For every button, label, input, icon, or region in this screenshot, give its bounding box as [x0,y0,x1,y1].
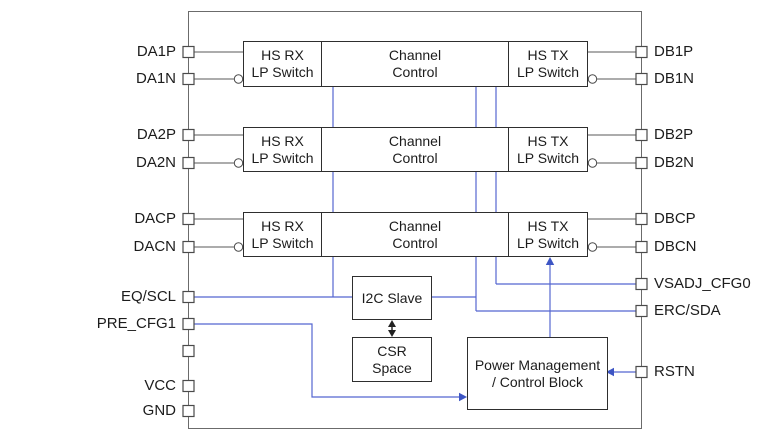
block-label: HS RX [261,47,304,63]
pin-da1p [182,45,195,59]
block-label: Power Management [474,356,601,373]
pin-unlabeled [182,344,195,358]
pin-label-db1n: DB1N [654,70,695,87]
pin-label-rstn: RSTN [654,363,695,380]
block-label: Channel [388,47,442,63]
pin-label-vcc: VCC [144,377,176,394]
block-label: I2C Slave [361,289,423,306]
pin-label-dbcp: DBCP [654,210,696,227]
pin-label-db1p: DB1P [654,43,694,60]
block-csr-space: CSR Space [352,337,432,382]
pin-label-vsadj-cfg0: VSADJ_CFG0 [654,275,751,292]
pin-dbcn [635,240,648,254]
pin-label-da1n: DA1N [135,70,176,87]
block-label: CSR [377,342,407,359]
block-hs-tx-2: HS TX LP Switch [508,127,588,172]
block-channel-control-c: Channel Control [321,212,509,257]
pin-erc-sda [635,304,648,318]
pin-label-gnd: GND [142,402,176,419]
block-label: LP Switch [517,149,579,166]
pin-label-da2p: DA2P [136,126,176,143]
block-label: LP Switch [251,234,314,251]
pin-db2n [635,156,648,170]
block-channel-control-1: Channel Control [321,41,509,87]
pin-label-dbcn: DBCN [654,238,697,255]
block-label: Space [372,359,412,376]
pin-label-db2p: DB2P [654,126,694,143]
pin-dacn [182,240,195,254]
left-pin-wires [194,51,243,248]
block-label: LP Switch [517,64,579,80]
block-hs-rx-2: HS RX LP Switch [243,127,322,172]
pin-label-dacn: DACN [133,238,176,255]
pin-db1p [635,45,648,59]
pin-label-db2n: DB2N [654,154,695,171]
pin-vsadj-cfg0 [635,277,648,291]
block-label: / Control Block [491,373,584,390]
pin-squares [182,45,648,418]
control-bus-wires [194,87,636,398]
block-label: Channel [388,217,442,234]
block-label: Control [392,149,438,166]
block-i2c-slave: I2C Slave [352,276,432,320]
block-label: Control [392,234,438,251]
pin-dbcp [635,212,648,226]
arrow-rstn-icon [606,367,614,377]
block-label: HS TX [527,132,569,149]
pin-da2p [182,128,195,142]
arrowheads [459,257,614,402]
pin-da1n [182,72,195,86]
pin-db1n [635,72,648,86]
pin-eq-scl [182,290,195,304]
right-pin-wires [588,51,636,248]
block-label: Channel [388,132,442,149]
block-label: HS RX [261,217,304,234]
pin-label-da1p: DA1P [136,43,176,60]
block-label: LP Switch [251,149,314,166]
pin-label-eq-scl: EQ/SCL [120,288,176,305]
pin-label-da2n: DA2N [135,154,176,171]
block-label: HS TX [527,47,569,63]
arrow-pre-cfg1-icon [459,392,467,402]
block-label: LP Switch [251,64,314,80]
block-hs-tx-1: HS TX LP Switch [508,41,588,87]
pin-dacp [182,212,195,226]
block-power-management: Power Management / Control Block [467,337,608,410]
pin-label-dacp: DACP [134,210,176,227]
block-label: Control [392,64,438,80]
inverter-bubble-icons [233,74,598,252]
pin-vcc [182,379,195,393]
block-label: LP Switch [517,234,579,251]
block-channel-control-2: Channel Control [321,127,509,172]
block-hs-rx-1: HS RX LP Switch [243,41,322,87]
pin-db2p [635,128,648,142]
block-hs-rx-c: HS RX LP Switch [243,212,322,257]
pin-pre-cfg1 [182,317,195,331]
pin-da2n [182,156,195,170]
block-hs-tx-c: HS TX LP Switch [508,212,588,257]
wire-pre-cfg1 [194,323,459,398]
i2c-csr-double-arrow-icon [388,320,396,337]
pin-rstn [635,365,648,379]
pin-label-pre-cfg1: PRE_CFG1 [96,315,176,332]
block-label: HS RX [261,132,304,149]
block-label: HS TX [527,217,569,234]
pin-gnd [182,404,195,418]
arrow-pwr-to-tx-icon [545,257,555,265]
pin-label-erc-sda: ERC/SDA [654,302,721,319]
